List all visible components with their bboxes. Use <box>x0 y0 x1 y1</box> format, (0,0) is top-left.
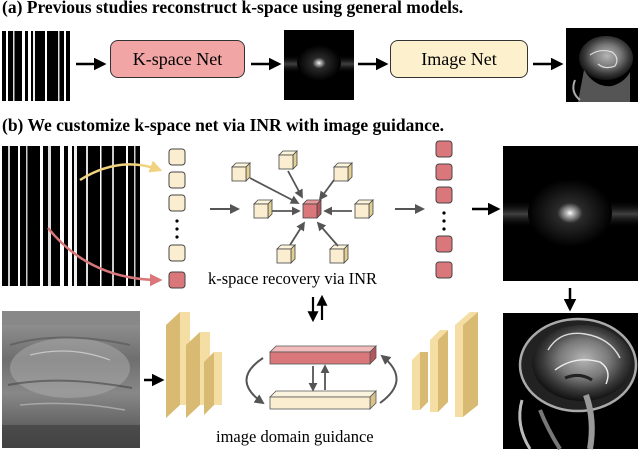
brain-mri-a <box>566 28 638 102</box>
guidance-label: image domain guidance <box>216 427 374 446</box>
inr-cube-arrows <box>249 170 352 247</box>
loop-arrow-left <box>245 357 265 405</box>
inr-cube-graph <box>231 150 374 264</box>
undersampling-mask-b <box>2 146 140 286</box>
image-net-box: Image Net <box>390 40 528 78</box>
output-node-column <box>435 140 453 279</box>
guidance-bars <box>269 345 377 410</box>
aliased-input-image <box>2 311 140 448</box>
panel-a-title: (a) Previous studies reconstruct k-space… <box>2 0 464 17</box>
decoder-layers <box>412 312 478 417</box>
curve-arrow-sampled <box>79 160 163 182</box>
encoder-layers <box>166 312 222 418</box>
undersampling-mask-a <box>2 31 70 101</box>
panel-b-title: (b) We customize k-space net via INR wit… <box>2 115 445 135</box>
loop-arrow-right <box>379 354 398 404</box>
reconstructed-brain-mri <box>503 313 638 451</box>
inr-label: k-space recovery via INR <box>208 269 378 288</box>
kspace-net-box: K-space Net <box>110 40 245 78</box>
kspace-net-label: K-space Net <box>132 48 223 69</box>
input-node-column <box>168 148 186 289</box>
kspace-spectrum-b <box>503 146 638 281</box>
curve-arrow-unsampled <box>47 227 163 287</box>
kspace-spectrum-a <box>284 30 354 100</box>
image-net-label: Image Net <box>421 48 497 69</box>
